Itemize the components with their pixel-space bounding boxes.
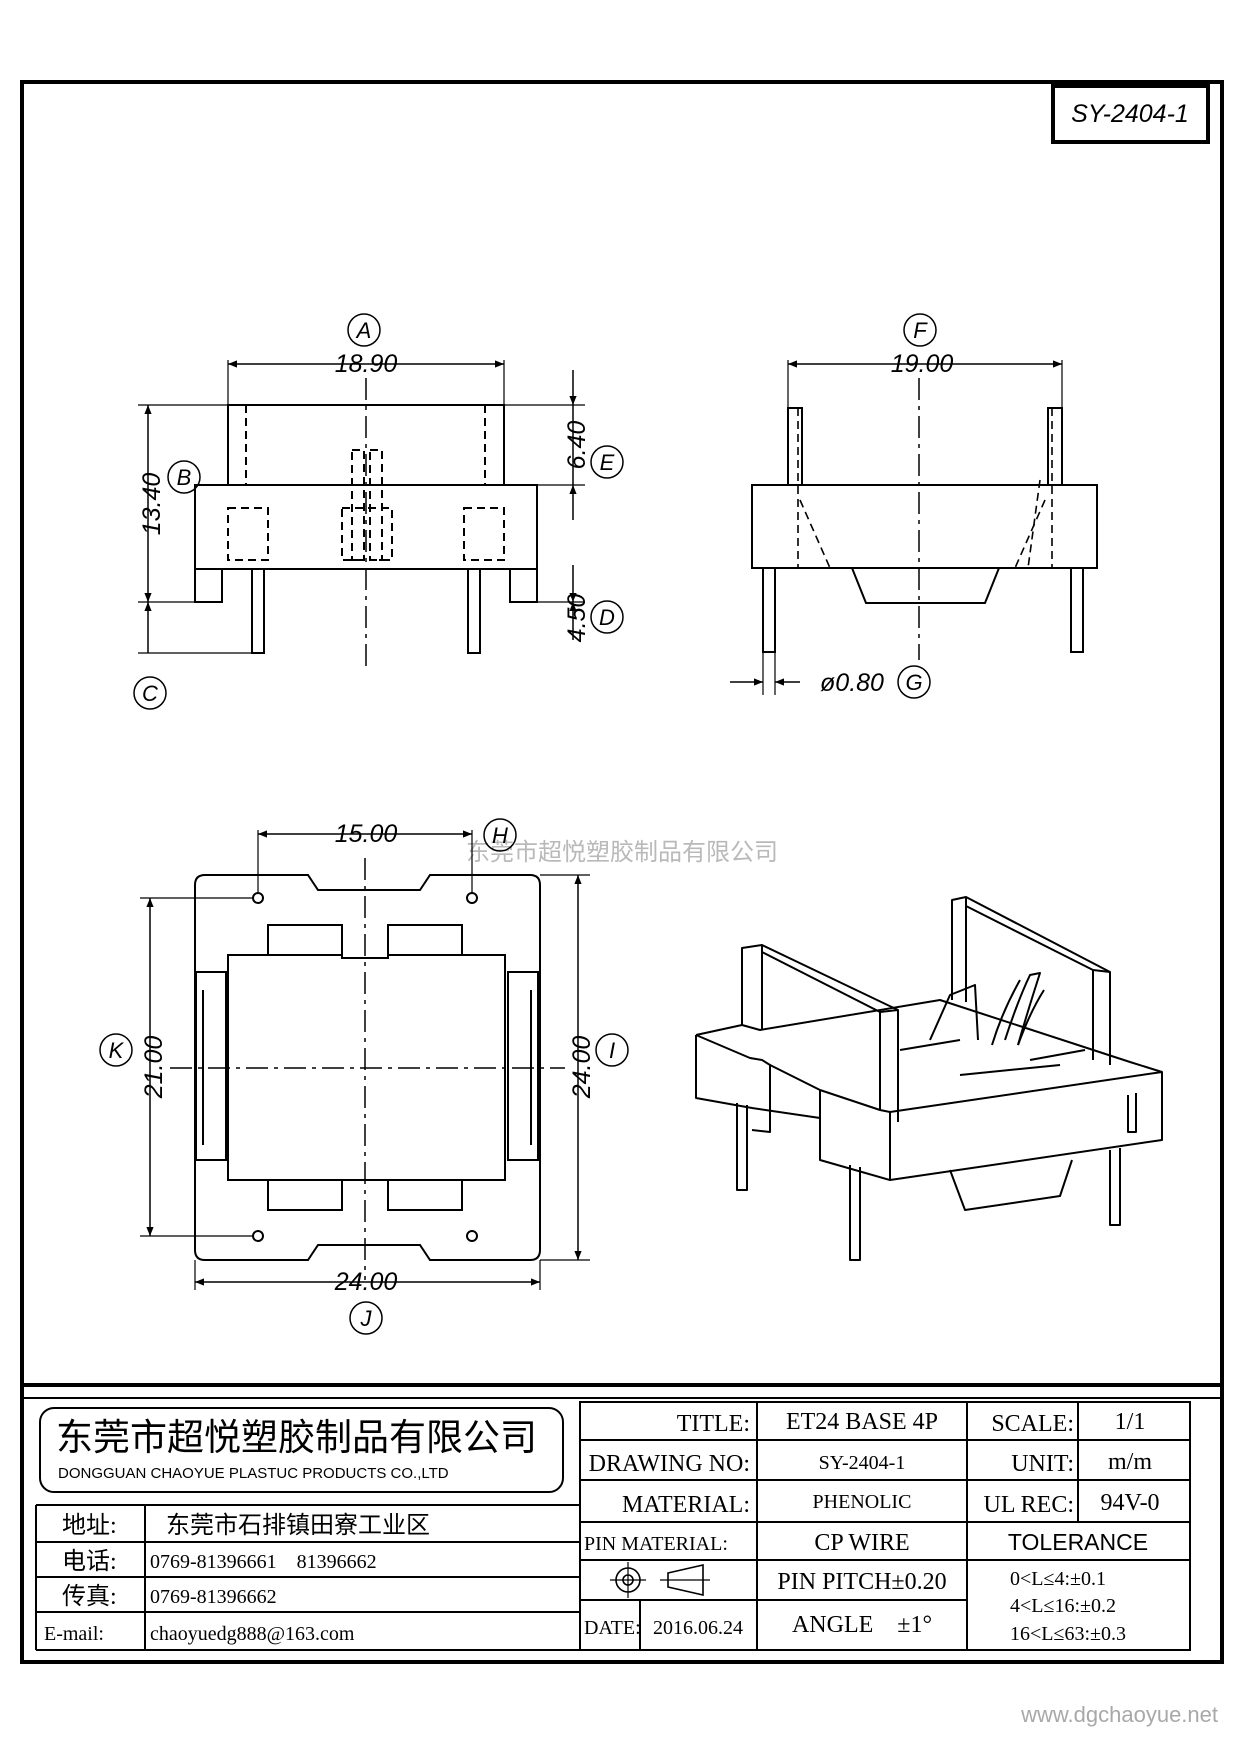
company-name-en: DONGGUAN CHAOYUE PLASTUC PRODUCTS CO.,LT… xyxy=(58,1465,449,1482)
isometric-view xyxy=(695,896,1163,1261)
watermark-text: 东莞市超悦塑胶制品有限公司 xyxy=(466,839,778,866)
bubble-e: E xyxy=(600,450,615,475)
bubble-a: A xyxy=(355,318,372,343)
front-view-labels: 18.90 13.40 6.40 4.50 A B C E D xyxy=(138,318,615,706)
bubble-d: D xyxy=(599,605,615,630)
bubble-b: B xyxy=(177,465,192,490)
bubble-k: K xyxy=(109,1038,125,1063)
scale-label: SCALE: xyxy=(991,1411,1074,1437)
dim-g-value: ø0.80 xyxy=(820,669,884,697)
phone-label: 电话: xyxy=(62,1548,117,1575)
fax-value: 0769-81396662 xyxy=(150,1586,277,1608)
dim-i-value: 24.00 xyxy=(568,1036,596,1100)
bubble-h: H xyxy=(492,823,508,848)
title-block-text: 东莞市超悦塑胶制品有限公司 DONGGUAN CHAOYUE PLASTUC P… xyxy=(44,1409,1160,1645)
bubble-f: F xyxy=(913,318,928,343)
tolerance-row-2: 4<L≤16:±0.2 xyxy=(1010,1595,1116,1617)
title-value: ET24 BASE 4P xyxy=(786,1409,938,1435)
email-label: E-mail: xyxy=(44,1623,104,1645)
tolerance-label: TOLERANCE xyxy=(1008,1529,1148,1555)
bubble-i: I xyxy=(609,1038,615,1063)
drawing-code-box: SY-2404-1 xyxy=(1051,84,1210,144)
pin-pitch: PIN PITCH±0.20 xyxy=(777,1569,946,1595)
dim-f-value: 19.00 xyxy=(891,350,954,378)
title-block xyxy=(20,1383,1224,1664)
bubble-c: C xyxy=(142,681,158,706)
bottom-view xyxy=(99,818,629,1335)
dim-d-value: 4.50 xyxy=(563,594,591,643)
unit-value: m/m xyxy=(1108,1449,1152,1475)
side-view xyxy=(730,313,1098,699)
material-label: MATERIAL: xyxy=(622,1492,750,1518)
pin-material-label: PIN MATERIAL: xyxy=(584,1533,728,1555)
scale-value: 1/1 xyxy=(1115,1409,1146,1435)
email-value: chaoyuedg888@163.com xyxy=(150,1623,355,1645)
fax-label: 传真: xyxy=(62,1583,117,1610)
dim-b-value: 13.40 xyxy=(138,473,166,536)
drawing-no-value: SY-2404-1 xyxy=(819,1452,906,1474)
dim-a-value: 18.90 xyxy=(335,350,398,378)
ul-label: UL REC: xyxy=(984,1492,1074,1518)
date-label: DATE: xyxy=(584,1617,641,1639)
bubble-j: J xyxy=(360,1306,373,1331)
ul-value: 94V-0 xyxy=(1100,1490,1159,1516)
website-url: www.dgchaoyue.net xyxy=(1020,1702,1218,1727)
dim-j-value: 24.00 xyxy=(334,1268,398,1296)
front-view xyxy=(133,313,624,710)
angle-value: ANGLE ±1° xyxy=(792,1612,932,1638)
address-label: 地址: xyxy=(62,1512,117,1539)
date-value: 2016.06.24 xyxy=(653,1617,743,1639)
material-value: PHENOLIC xyxy=(813,1491,912,1513)
dim-h-value: 15.00 xyxy=(335,820,398,848)
drawing-code: SY-2404-1 xyxy=(1071,100,1189,128)
tolerance-row-3: 16<L≤63:±0.3 xyxy=(1010,1623,1126,1645)
drawing-no-label: DRAWING NO: xyxy=(589,1451,750,1477)
phone-value: 0769-81396661 81396662 xyxy=(150,1551,377,1573)
unit-label: UNIT: xyxy=(1011,1451,1074,1477)
address-value: 东莞市石排镇田寮工业区 xyxy=(166,1512,430,1539)
company-name-cn: 东莞市超悦塑胶制品有限公司 xyxy=(56,1417,537,1458)
title-label: TITLE: xyxy=(677,1411,750,1437)
bottom-view-labels: 15.00 21.00 24.00 24.00 H K I J xyxy=(109,820,615,1331)
dim-k-value: 21.00 xyxy=(140,1036,168,1100)
tolerance-row-1: 0<L≤4:±0.1 xyxy=(1010,1568,1106,1590)
pin-material-value: CP WIRE xyxy=(814,1530,909,1556)
bubble-g: G xyxy=(905,670,922,695)
dim-e-value: 6.40 xyxy=(563,421,591,470)
side-view-labels: 19.00 ø0.80 F G xyxy=(820,318,953,697)
